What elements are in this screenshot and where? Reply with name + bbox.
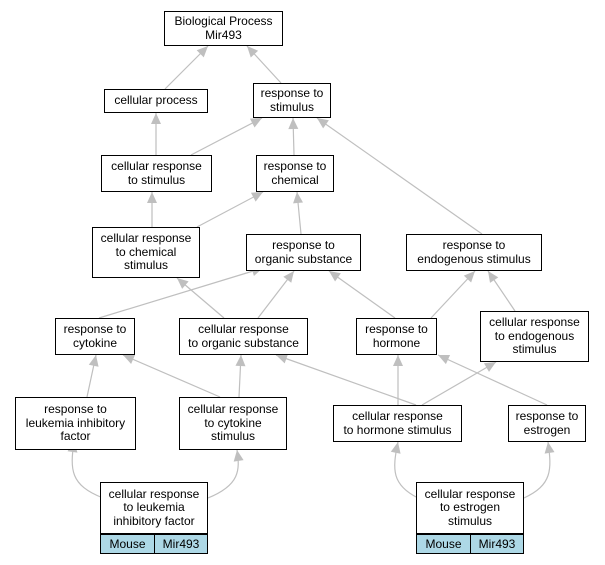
edge-arrowhead xyxy=(463,271,475,283)
edge-arrowhead xyxy=(393,355,403,366)
edge-arrowhead xyxy=(88,355,99,367)
edge-arrowhead xyxy=(317,118,329,129)
edge-arrowhead xyxy=(288,118,299,130)
edge-arrowhead xyxy=(483,362,496,372)
node-response-to-cytokine[interactable]: response to cytokine xyxy=(55,318,135,355)
edge-arrowhead xyxy=(438,355,451,365)
edge-arrowhead xyxy=(329,271,341,282)
node-cellular-response-to-chemical-stimulus[interactable]: cellular response to chemical stimulus xyxy=(92,227,200,278)
gene-tag-mir493: Mir493 xyxy=(470,534,524,554)
edge-arrowhead xyxy=(544,442,555,454)
edge-arrowhead xyxy=(233,450,244,462)
edge-arrowhead xyxy=(196,46,208,58)
node-response-to-estrogen[interactable]: response to estrogen xyxy=(508,405,586,442)
edge-arrowhead xyxy=(247,46,259,58)
edge-line xyxy=(421,361,497,406)
edge-line xyxy=(275,354,417,406)
node-response-to-chemical[interactable]: response to chemical xyxy=(256,155,334,192)
node-cellular-response-to-organic-substance[interactable]: cellular response to organic substance xyxy=(179,318,308,355)
edge-arrowhead xyxy=(293,192,304,204)
edge-arrowhead xyxy=(249,118,262,128)
node-cellular-response-to-estrogen-stimulus[interactable]: cellular response to estrogen stimulus xyxy=(416,482,524,534)
edge-line xyxy=(328,270,396,319)
edge-line xyxy=(437,354,548,406)
edge-line xyxy=(98,267,264,319)
edge-arrowhead xyxy=(123,354,136,364)
edge-arrowhead xyxy=(390,442,401,454)
edge-arrowhead xyxy=(276,353,289,364)
node-cellular-response-to-cytokine-stimulus[interactable]: cellular response to cytokine stimulus xyxy=(179,397,287,450)
edge-line xyxy=(190,117,263,156)
edge-arrowhead xyxy=(177,278,189,289)
edge-arrowhead xyxy=(235,355,246,367)
edge-arrowhead xyxy=(283,271,294,283)
node-cellular-response-to-hormone-stimulus[interactable]: cellular response to hormone stimulus xyxy=(333,405,462,442)
edge-line xyxy=(196,191,264,228)
gene-tag-mir493: Mir493 xyxy=(154,534,208,554)
edge-line xyxy=(316,117,483,235)
species-tag-mouse: Mouse xyxy=(100,534,155,554)
species-tag-mouse: Mouse xyxy=(416,534,471,554)
node-biological-process[interactable]: Biological Process Mir493 xyxy=(164,11,283,46)
node-response-to-organic-substance[interactable]: response to organic substance xyxy=(246,234,361,271)
node-cellular-response-to-stimulus[interactable]: cellular response to stimulus xyxy=(101,155,212,192)
node-response-to-endogenous-stimulus[interactable]: response to endogenous stimulus xyxy=(406,234,542,271)
edge-arrowhead xyxy=(151,113,161,124)
node-response-to-hormone[interactable]: response to hormone xyxy=(356,318,437,355)
edge-line xyxy=(122,354,221,398)
edge-arrowhead xyxy=(250,192,263,202)
edge-curve xyxy=(207,449,239,499)
node-response-to-leukemia-inhibitory-factor[interactable]: response to leukemia inhibitory factor xyxy=(15,397,136,450)
edge-arrowhead xyxy=(147,192,157,203)
edge-arrowhead xyxy=(488,271,499,283)
node-cellular-response-to-endogenous-stimulus[interactable]: cellular response to endogenous stimulus xyxy=(480,311,589,362)
node-response-to-stimulus[interactable]: response to stimulus xyxy=(253,83,331,118)
node-cellular-response-to-leukemia-inhibitory-factor[interactable]: cellular response to leukemia inhibitory… xyxy=(100,482,208,534)
node-cellular-process[interactable]: cellular process xyxy=(104,89,208,113)
